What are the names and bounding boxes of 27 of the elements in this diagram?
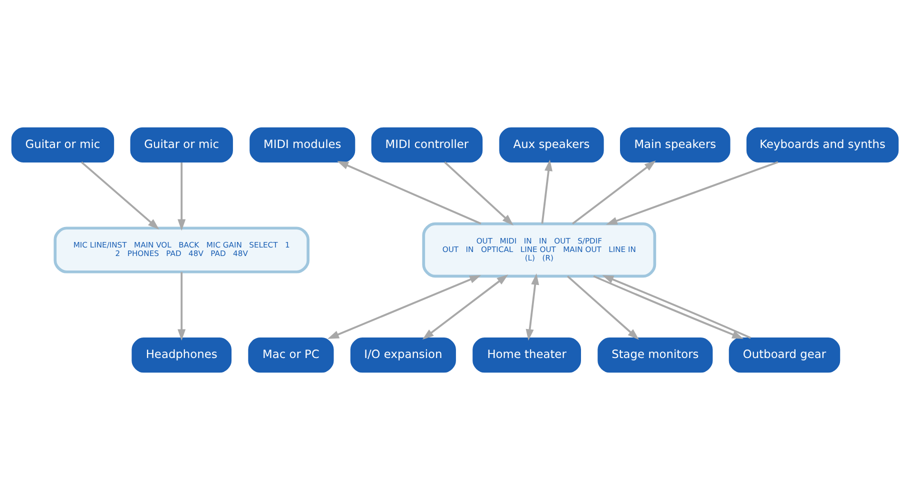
arrow [328,275,482,339]
node-box: MIC LINE/INST MAIN VOL BACK MIC GAIN SELECT 1 2 PHONES PAD 48V PAD 48V [54,226,310,274]
node-box: Mac or PC [248,337,334,373]
node-box: I/O expansion [350,337,456,373]
arrow [80,162,160,230]
node-box: Aux speakers [499,127,604,163]
arrow [337,160,482,225]
arrow [178,272,186,341]
node-box: Guitar or mic [130,127,233,163]
node-box: Outboard gear [728,337,840,373]
node-box: Guitar or mic [11,127,114,163]
arrow [422,274,508,340]
node-box: MIDI modules [250,127,356,163]
node-box: Keyboards and synths [746,127,899,163]
node-box: Stage monitors [598,337,713,373]
node-box: MIDI controller [371,127,483,163]
node-box: Home theater [472,337,581,373]
arrow [572,160,656,224]
arrow [606,161,778,225]
node-box: Main speakers [620,127,730,163]
arrow [566,275,639,340]
arrow [526,273,540,341]
node-box: OUT MIDI IN IN OUT S/PDIF OUT IN OPTICAL LINE OUT MAIN OUT LINE IN (L) (R) [422,222,656,278]
arrow [178,162,186,231]
arrow [541,160,552,224]
node-box: Headphones [132,337,232,373]
arrow [444,162,514,226]
